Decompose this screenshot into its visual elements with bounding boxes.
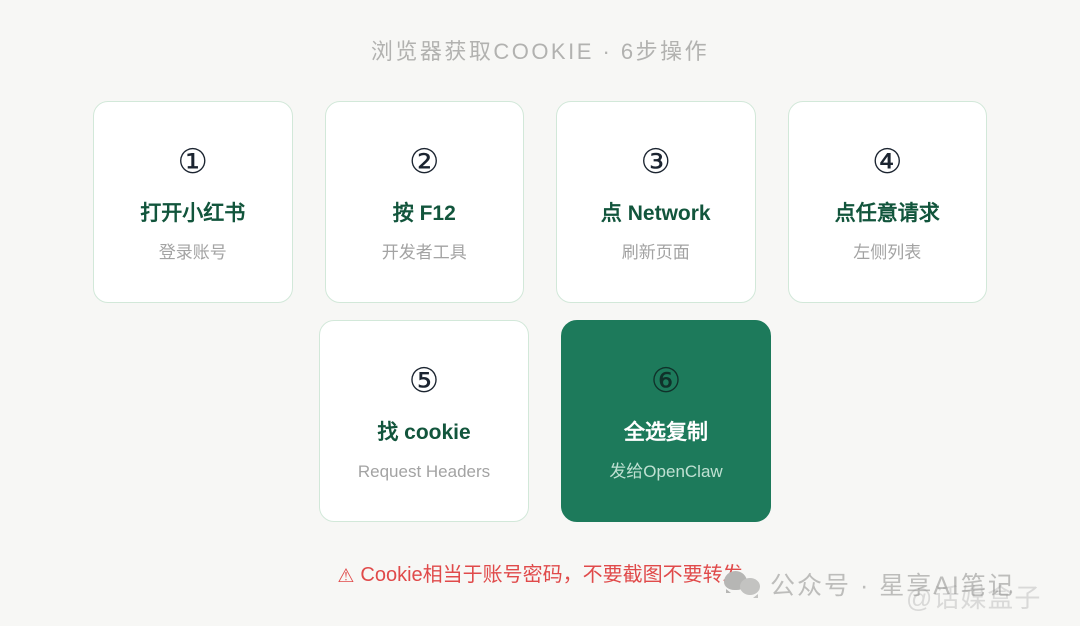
step-number-4: ④ <box>872 141 903 182</box>
steps-row-1: ① 打开小红书 登录账号 ② 按 F12 开发者工具 ③ 点 Network 刷… <box>93 101 987 303</box>
step-title-5: 找 cookie <box>377 420 471 444</box>
step-card-2[interactable]: ② 按 F12 开发者工具 <box>324 101 524 303</box>
step-subtitle-4: 左侧列表 <box>853 242 922 262</box>
step-title-4: 点任意请求 <box>834 201 940 225</box>
step-number-2: ② <box>409 141 440 182</box>
watermark: 公众号 · 星享AI笔记 <box>724 566 1015 602</box>
step-number-5: ⑤ <box>408 360 440 401</box>
warning-text: Cookie相当于账号密码，不要截图不要转发 <box>360 564 743 586</box>
step-card-4[interactable]: ④ 点任意请求 左侧列表 <box>787 101 987 303</box>
steps-grid: ① 打开小红书 登录账号 ② 按 F12 开发者工具 ③ 点 Network 刷… <box>93 101 987 522</box>
step-subtitle-6: 发给OpenClaw <box>609 461 723 481</box>
warning-triangle-icon: ⚠ <box>337 565 355 587</box>
page-title: 浏览器获取COOKIE · 6步操作 <box>370 39 710 64</box>
step-subtitle-2: 开发者工具 <box>381 242 467 262</box>
watermark-text: 公众号 · 星享AI笔记 <box>770 572 1015 600</box>
step-number-6: ⑥ <box>650 360 682 401</box>
step-subtitle-5: Request Headers <box>357 461 491 481</box>
steps-row-2: ⑤ 找 cookie Request Headers ⑥ 全选复制 发给Open… <box>93 320 987 522</box>
step-card-3[interactable]: ③ 点 Network 刷新页面 <box>556 101 756 303</box>
step-number-3: ③ <box>640 141 671 182</box>
step-title-1: 打开小红书 <box>140 201 246 225</box>
step-subtitle-3: 刷新页面 <box>621 242 690 262</box>
step-number-1: ① <box>177 141 208 182</box>
step-title-6: 全选复制 <box>624 420 708 444</box>
step-title-3: 点 Network <box>600 201 711 225</box>
step-card-6[interactable]: ⑥ 全选复制 发给OpenClaw <box>561 320 771 522</box>
warning-banner: ⚠Cookie相当于账号密码，不要截图不要转发 <box>0 558 1080 587</box>
wechat-icon <box>724 569 760 599</box>
step-title-2: 按 F12 <box>392 201 456 225</box>
step-card-5[interactable]: ⑤ 找 cookie Request Headers <box>319 320 529 522</box>
step-subtitle-1: 登录账号 <box>158 242 227 262</box>
step-card-1[interactable]: ① 打开小红书 登录账号 <box>93 101 293 303</box>
